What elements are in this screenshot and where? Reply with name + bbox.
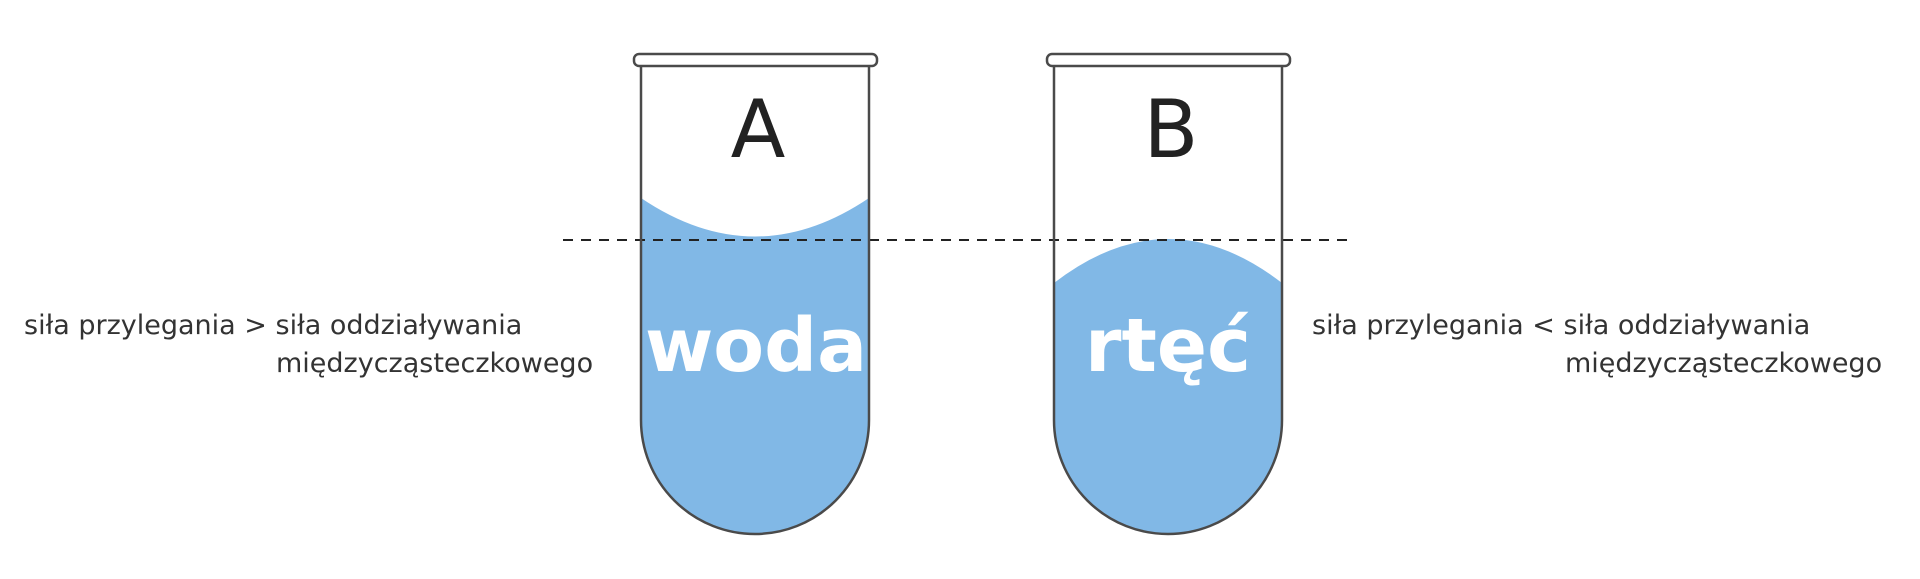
tube-b-caption: siła przylegania < siła oddziaływania mi… [1312, 307, 1902, 383]
tube-a-liquid-label: woda [645, 303, 867, 389]
tube-a-rim [632, 52, 879, 68]
tube-b-caption-line1: siła przylegania < siła oddziaływania [1312, 310, 1811, 341]
tube-a-outline [639, 66, 871, 536]
tube-a-caption: siła przylegania > siła oddziaływania mi… [24, 307, 604, 383]
tube-b-rim [1045, 52, 1292, 68]
tube-a-liquid [641, 198, 869, 534]
tube-b-letter: B [1144, 83, 1199, 176]
tube-b-liquid [1054, 239, 1282, 534]
tube-b-outline [1052, 66, 1284, 536]
tube-a-caption-line2: międzycząsteczkowego [276, 348, 594, 379]
tube-a-caption-line1: siła przylegania > siła oddziaływania [24, 310, 523, 341]
tube-a-letter: A [731, 83, 786, 176]
tube-b-caption-line2: międzycząsteczkowego [1565, 348, 1883, 379]
tube-b-liquid-label: rtęć [1085, 303, 1251, 389]
